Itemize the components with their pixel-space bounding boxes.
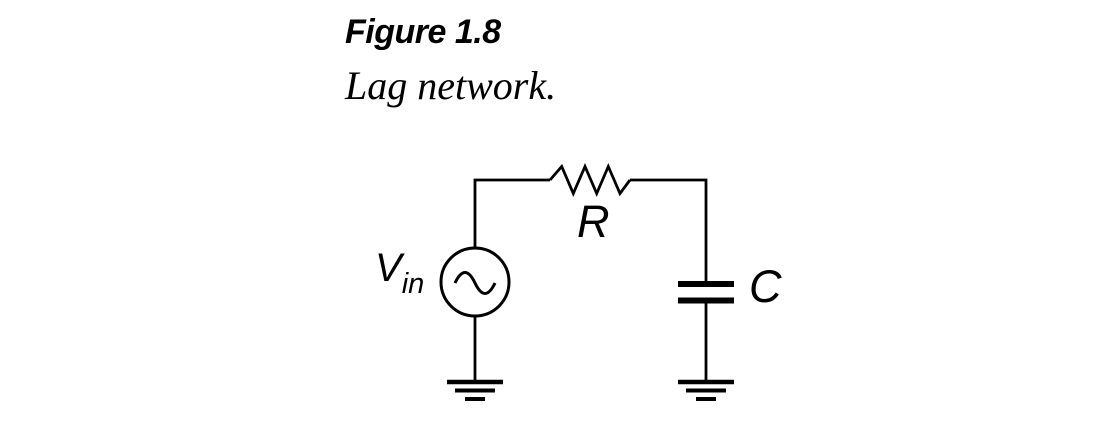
wire-resistor-to-capacitor [630, 178, 708, 281]
source-label-main: V [375, 246, 402, 290]
circuit-lines [439, 162, 734, 401]
source-label-subscript: in [401, 268, 425, 300]
figure-label: Figure 1.8 [345, 13, 501, 51]
resistor-icon [548, 162, 632, 198]
resistor-label: R [577, 196, 610, 247]
figure-caption: Lag network. [345, 63, 557, 108]
ground-icon-right [678, 379, 734, 401]
sine-wave-icon [453, 271, 497, 295]
wire-source-to-resistor [473, 178, 550, 248]
capacitor-label: C [749, 261, 782, 312]
source-label: Vin [375, 248, 424, 299]
ground-icon-left [447, 379, 503, 401]
